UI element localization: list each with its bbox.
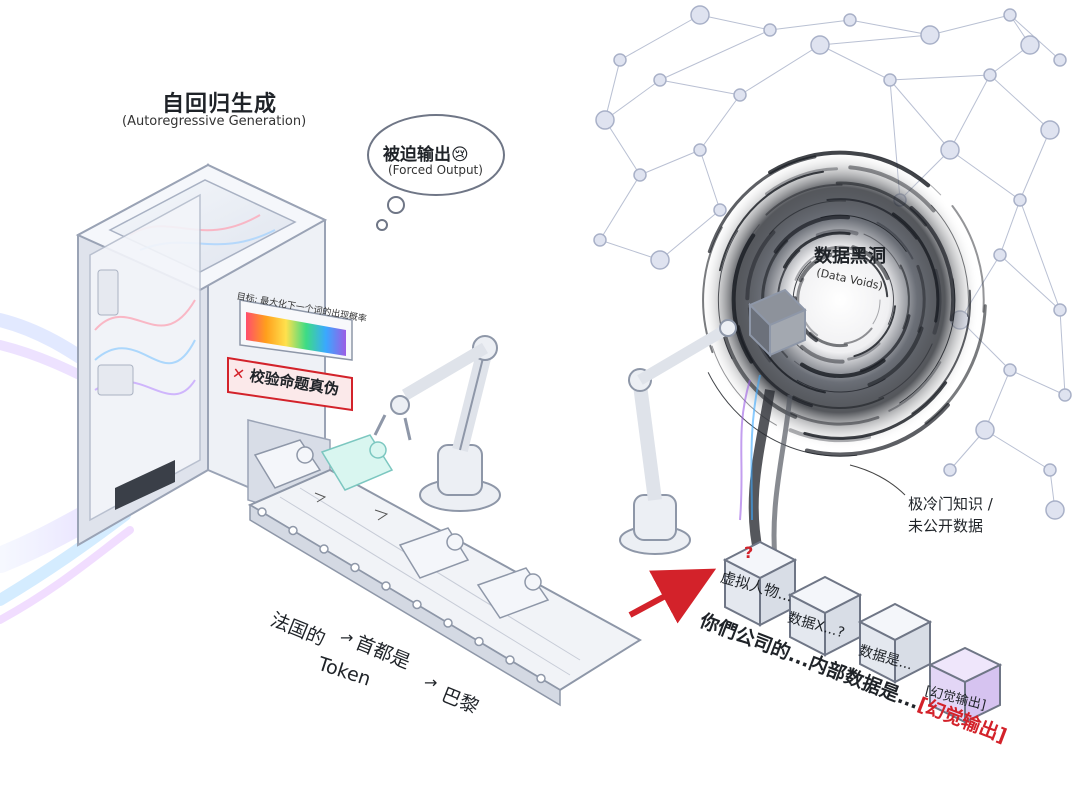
output-blocks xyxy=(722,540,1003,724)
network-node xyxy=(993,248,1007,262)
token-piece-glowing xyxy=(320,434,394,491)
network-node xyxy=(595,110,615,130)
output-block-hallucination xyxy=(927,646,1003,724)
network-node xyxy=(1045,500,1065,520)
network-node xyxy=(693,143,707,157)
bubble-title: 被迫输出😢 xyxy=(383,140,469,165)
question-mark-icon: ? xyxy=(744,543,754,562)
conveyor-roller xyxy=(350,562,360,573)
output-block-1 xyxy=(722,540,798,627)
bubble-title-text: 被迫输出 xyxy=(383,145,451,165)
token-piece-1 xyxy=(253,439,322,489)
title: 自回归生成 xyxy=(162,92,278,117)
note-pointer xyxy=(849,464,906,496)
network-node xyxy=(763,23,777,37)
crying-face-icon: 😢 xyxy=(451,145,469,165)
bubble-subtitle: (Forced Output) xyxy=(388,163,483,177)
token-piece-2 xyxy=(398,527,470,579)
network-node xyxy=(593,233,607,247)
network-node xyxy=(920,25,940,45)
network-node xyxy=(1020,35,1040,55)
network-node xyxy=(975,420,995,440)
output-block-3 xyxy=(857,602,933,684)
network-node xyxy=(1053,303,1067,317)
robot-arm-right xyxy=(619,288,807,555)
generation-machine xyxy=(75,163,353,547)
network-node xyxy=(843,13,857,27)
data-void-vortex xyxy=(700,150,987,562)
cross-icon: ✕ xyxy=(230,363,247,384)
void-note-line1: 极冷门知识 / xyxy=(908,495,993,513)
network-node xyxy=(653,73,667,87)
conveyor-roller xyxy=(319,544,329,554)
network-node xyxy=(1058,388,1072,402)
conveyor-roller xyxy=(474,636,484,647)
network-node xyxy=(1003,363,1017,377)
network-node xyxy=(943,463,957,477)
network-node xyxy=(940,140,960,160)
knowledge-network xyxy=(599,14,1066,511)
network-node xyxy=(1043,463,1057,477)
output-block-2 xyxy=(787,575,863,657)
conveyor-roller xyxy=(505,655,515,665)
subtitle: (Autoregressive Generation) xyxy=(122,114,307,129)
token-pieces xyxy=(253,434,550,619)
conveyor-roller xyxy=(381,581,391,591)
network-node xyxy=(690,5,710,25)
token-arrow-2: → xyxy=(424,673,438,692)
conveyor-belt xyxy=(247,468,642,707)
token-arrow-1: → xyxy=(340,628,354,647)
void-title: 数据黑洞 xyxy=(814,246,886,267)
network-node xyxy=(633,168,647,182)
network-node xyxy=(613,53,627,67)
red-arrow xyxy=(628,568,717,624)
network-node xyxy=(810,35,830,55)
network-node xyxy=(1003,8,1017,22)
conveyor-roller xyxy=(443,618,453,628)
thought-bubble xyxy=(367,114,505,231)
network-node xyxy=(650,250,670,270)
network-node xyxy=(1040,120,1060,140)
token-piece-3 xyxy=(476,567,550,619)
network-node xyxy=(983,68,997,82)
conveyor-roller xyxy=(288,525,298,536)
robot-arm-left xyxy=(373,335,501,512)
knowledge-network-nodes xyxy=(593,5,1072,520)
conveyor-roller xyxy=(536,673,546,684)
network-node xyxy=(883,73,897,87)
conveyor-roller xyxy=(412,599,422,610)
network-node xyxy=(1053,53,1067,67)
network-node xyxy=(1013,193,1027,207)
network-node xyxy=(733,88,747,102)
void-note-line2: 未公开数据 xyxy=(908,517,984,535)
conveyor-roller xyxy=(257,507,267,517)
network-node xyxy=(713,203,727,217)
